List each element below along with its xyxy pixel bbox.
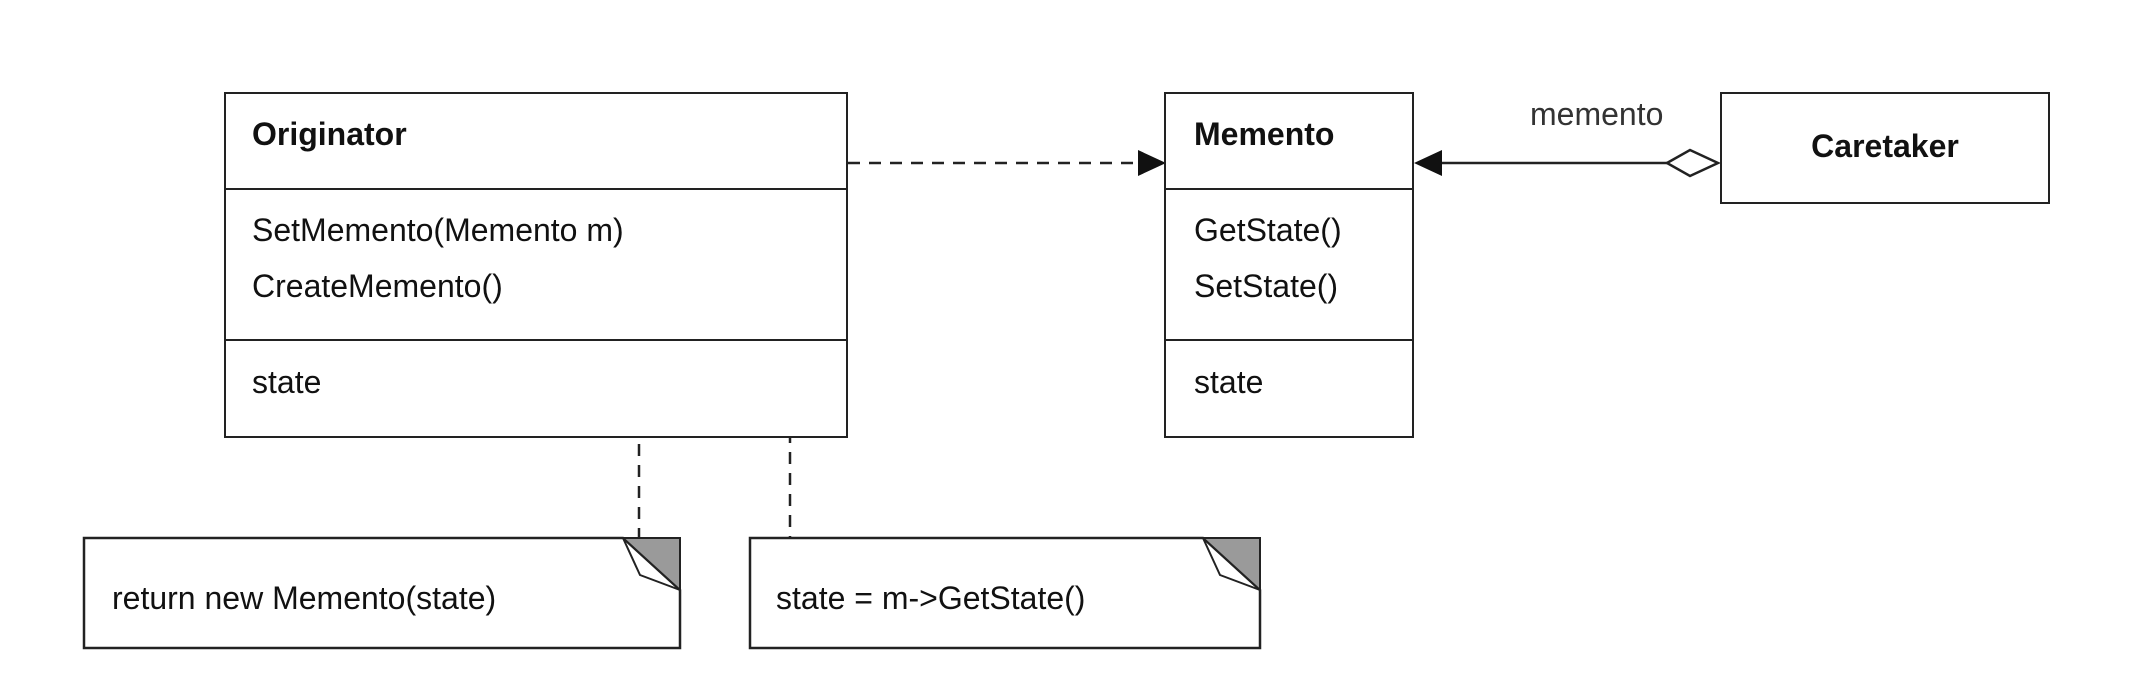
originator-class[interactable]: Originator SetMemento(Memento m) CreateM… [224, 92, 848, 438]
create-memento-note-fold-edge [622, 537, 681, 591]
memento-operation-set-state: SetState() [1194, 268, 1339, 304]
create-memento-note-text: return new Memento(state) [112, 580, 497, 616]
create-memento-note-fold [620, 537, 681, 593]
set-memento-note-text: state = m->GetState() [776, 580, 1086, 616]
aggregation-arrowhead [1414, 150, 1442, 176]
originator-operation-set-memento: SetMemento(Memento m) [252, 212, 624, 248]
create-memento-note-shape [82, 536, 682, 650]
memento-divider-1 [1166, 188, 1412, 190]
originator-divider-2 [226, 339, 846, 341]
aggregation-role-label: memento [1530, 96, 1664, 132]
originator-attribute-state: state [252, 364, 322, 400]
memento-operation-get-state: GetState() [1194, 212, 1342, 248]
aggregation-diamond [1664, 148, 1721, 178]
memento-attribute-state: state [1194, 364, 1264, 400]
set-memento-note-fold-edge [1202, 537, 1261, 591]
memento-divider-2 [1166, 339, 1412, 341]
originator-operation-create-memento: CreateMemento() [252, 268, 503, 304]
dependency-arrowhead [1138, 150, 1166, 176]
memento-class-name: Memento [1194, 116, 1335, 152]
set-memento-note-fold [1200, 537, 1261, 593]
originator-class-name: Originator [252, 116, 407, 152]
caretaker-class[interactable]: Caretaker [1720, 92, 2050, 204]
caretaker-class-name: Caretaker [1811, 128, 1959, 164]
originator-divider-1 [226, 188, 846, 190]
set-memento-note-shape [748, 536, 1262, 650]
memento-class[interactable]: Memento GetState() SetState() state [1164, 92, 1414, 438]
